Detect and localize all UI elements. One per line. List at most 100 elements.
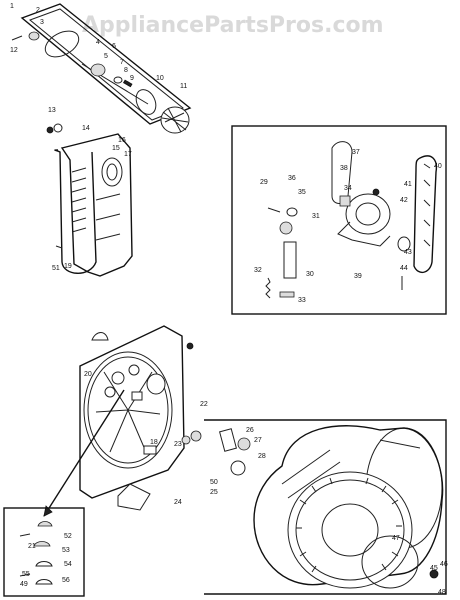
part-label-37: 37 <box>352 149 360 156</box>
part-label-36: 36 <box>288 175 296 182</box>
grommet <box>53 123 63 133</box>
part-label-51: 51 <box>52 265 60 272</box>
part-label-17: 17 <box>124 151 132 158</box>
watermark-text: AppliancePartsPros.com <box>82 13 384 38</box>
inset-seal-d <box>35 579 53 585</box>
bulkhead-drum-ring <box>83 351 173 469</box>
part-label-19: 19 <box>64 263 72 270</box>
motor-mount <box>337 221 391 247</box>
heater-opening <box>146 373 166 395</box>
drum-rim-ribs <box>296 477 402 573</box>
drum-box <box>204 419 447 595</box>
screw-head <box>46 126 54 134</box>
part-label-12: 12 <box>10 47 18 54</box>
belt-ribs <box>423 163 431 247</box>
clip-part <box>122 79 133 88</box>
bulkhead-panel <box>60 133 133 277</box>
part-label-30: 30 <box>306 271 314 278</box>
motor-body <box>345 193 391 235</box>
part-label-39: 39 <box>354 273 362 280</box>
bulkhead-bearing <box>181 435 191 445</box>
idler-washer <box>286 207 298 217</box>
part-label-32: 32 <box>254 267 262 274</box>
hub-part <box>28 31 40 41</box>
part-label-27: 27 <box>254 437 262 444</box>
impeller-blades <box>161 107 189 133</box>
rear-bulkhead-assembly <box>43 325 194 517</box>
seal-inset-frame <box>3 507 85 597</box>
drum-front-rim-inner <box>295 479 405 581</box>
drive-belt <box>54 149 97 274</box>
part-label-44: 44 <box>400 265 408 272</box>
drum-shell <box>253 425 444 586</box>
bulkhead-vents <box>71 167 121 241</box>
part-label-20: 20 <box>84 371 92 378</box>
tension-spring <box>265 277 271 299</box>
part-label-13: 13 <box>48 107 56 114</box>
idler-bracket <box>283 241 297 279</box>
part-label-48: 48 <box>438 589 446 596</box>
washer-part <box>113 76 123 84</box>
idler-bolt <box>267 207 281 213</box>
part-label-2: 2 <box>36 7 40 14</box>
spring-clip <box>279 291 295 298</box>
part-label-8: 8 <box>124 67 128 74</box>
rear-bearing <box>429 569 439 579</box>
upper-opening-a <box>111 371 125 385</box>
part-label-3: 3 <box>40 19 44 26</box>
motor-fastener <box>372 188 380 196</box>
part-label-31: 31 <box>312 213 320 220</box>
front-bulkhead-assembly <box>46 123 133 277</box>
inset-seal-a <box>37 521 53 527</box>
motor-inset <box>231 125 447 315</box>
part-label-18: 18 <box>150 439 158 446</box>
cone-cap <box>117 483 151 511</box>
inset-seal-b <box>33 541 51 547</box>
part-label-54: 54 <box>64 561 72 568</box>
rear-bulkhead-panel <box>79 325 185 499</box>
part-label-25: 25 <box>210 489 218 496</box>
blower-plate-outline <box>20 3 192 125</box>
vent-cap <box>91 332 109 341</box>
part-label-4: 4 <box>96 39 100 46</box>
drum-bearing <box>230 460 246 476</box>
seal-ring <box>44 30 80 58</box>
part-label-23: 23 <box>174 441 182 448</box>
part-label-24: 24 <box>174 499 182 506</box>
part-label-46: 46 <box>440 561 448 568</box>
part-label-45: 45 <box>430 565 438 572</box>
lint-opening <box>101 157 123 187</box>
part-label-55: 55 <box>22 571 30 578</box>
part-label-10: 10 <box>156 75 164 82</box>
impeller <box>160 106 190 134</box>
part-label-47: 47 <box>392 535 400 542</box>
bearing-part <box>90 63 106 77</box>
inset-screws <box>19 533 31 577</box>
idler-wheel <box>279 221 293 235</box>
part-label-5: 5 <box>104 53 108 60</box>
part-label-21: 21 <box>28 543 36 550</box>
drum-roller <box>237 437 251 451</box>
part-label-15: 15 <box>112 145 120 152</box>
part-label-38: 38 <box>340 165 348 172</box>
part-label-26: 26 <box>246 427 254 434</box>
bulkhead-screw <box>186 342 194 350</box>
motor-hub <box>355 202 381 226</box>
part-label-34: 34 <box>344 185 352 192</box>
blower-assembly <box>11 3 192 134</box>
thermostat-mount <box>131 391 143 401</box>
pulley-disk <box>135 89 157 115</box>
part-label-49: 49 <box>20 581 28 588</box>
upper-opening-c <box>104 386 116 398</box>
part-label-33: 33 <box>298 297 306 304</box>
screw-line-lower <box>55 245 63 249</box>
drum-assembly <box>190 419 447 595</box>
part-label-11: 11 <box>180 83 187 90</box>
part-label-28: 28 <box>258 453 266 460</box>
bulkhead-spokes <box>95 371 161 453</box>
drum-seal <box>361 535 419 589</box>
bulkhead-drum-ring-inner <box>87 356 169 464</box>
drum-belt <box>413 155 438 273</box>
sensor-part <box>143 445 157 455</box>
